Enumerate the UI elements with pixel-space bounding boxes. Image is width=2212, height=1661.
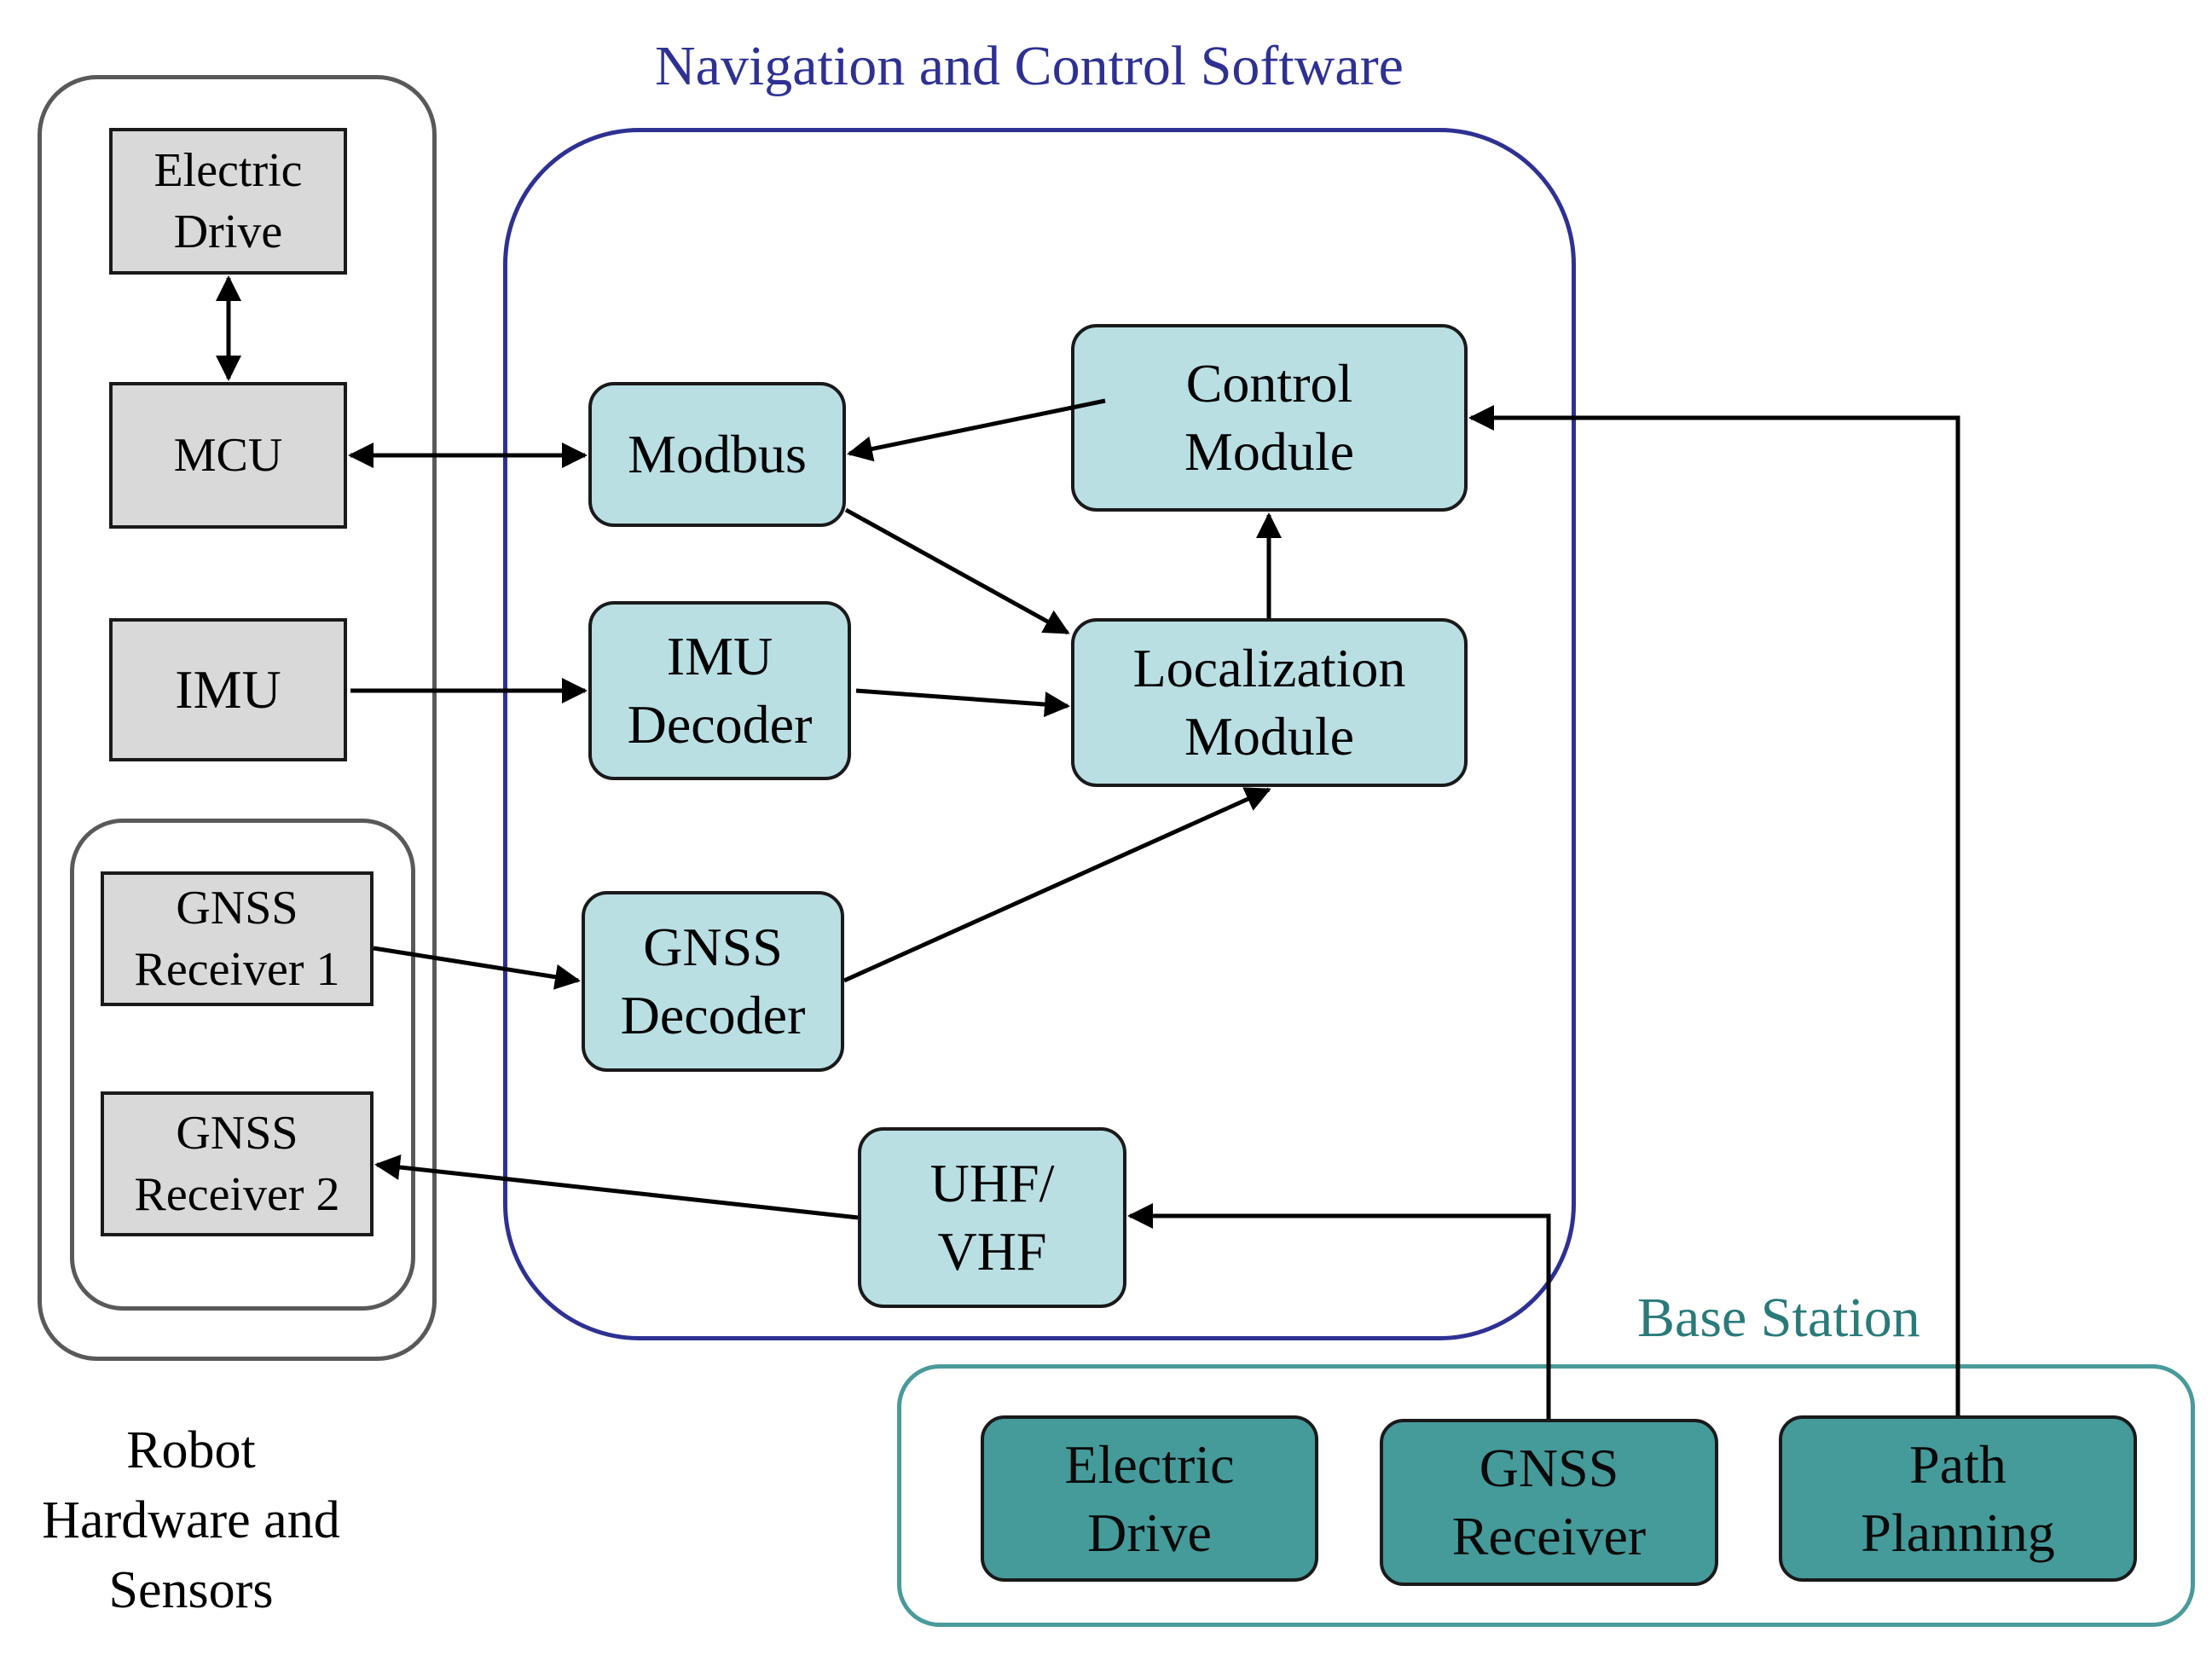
arrow-gnssdecoder-localization bbox=[843, 787, 1271, 983]
arrow-control-modbus bbox=[847, 398, 1106, 462]
arrow-basegnss-uhf bbox=[1127, 1203, 1551, 1419]
gnss-receiver-2-box: GNSS Receiver 2 bbox=[101, 1091, 373, 1236]
imu-box: IMU bbox=[109, 618, 347, 761]
electric-drive-box: Electric Drive bbox=[109, 128, 347, 275]
mcu-box: MCU bbox=[109, 382, 347, 529]
modbus-box: Modbus bbox=[588, 382, 846, 527]
uhf-vhf-box: UHF/ VHF bbox=[858, 1127, 1126, 1308]
arrow-pathplanning-control bbox=[1468, 405, 1960, 1415]
base-station-label: Base Station bbox=[1637, 1287, 1920, 1349]
base-electric-drive-box: Electric Drive bbox=[981, 1415, 1318, 1582]
arrow-gnss1-gnssdecoder bbox=[373, 946, 581, 990]
arrow-imudecoder-localization bbox=[855, 688, 1070, 718]
base-gnss-receiver-box: GNSS Receiver bbox=[1380, 1419, 1718, 1586]
gnss-receivers-group bbox=[70, 819, 415, 1311]
control-module-box: Control Module bbox=[1071, 324, 1468, 512]
localization-module-box: Localization Module bbox=[1071, 618, 1468, 787]
navigation-software-group bbox=[503, 128, 1576, 1340]
path-planning-box: Path Planning bbox=[1779, 1415, 2137, 1582]
arrow-uhf-gnss2 bbox=[374, 1155, 859, 1220]
robot-hardware-group bbox=[38, 75, 437, 1361]
imu-decoder-box: IMU Decoder bbox=[588, 601, 851, 780]
gnss-decoder-box: GNSS Decoder bbox=[582, 891, 844, 1072]
robot-group-label: Robot Hardware and Sensors bbox=[42, 1421, 340, 1619]
arrow-modbus-localization bbox=[844, 507, 1070, 635]
navigation-group-label: Navigation and Control Software bbox=[655, 35, 1404, 97]
base-station-group bbox=[897, 1364, 2195, 1627]
gnss-receiver-1-box: GNSS Receiver 1 bbox=[101, 871, 373, 1006]
